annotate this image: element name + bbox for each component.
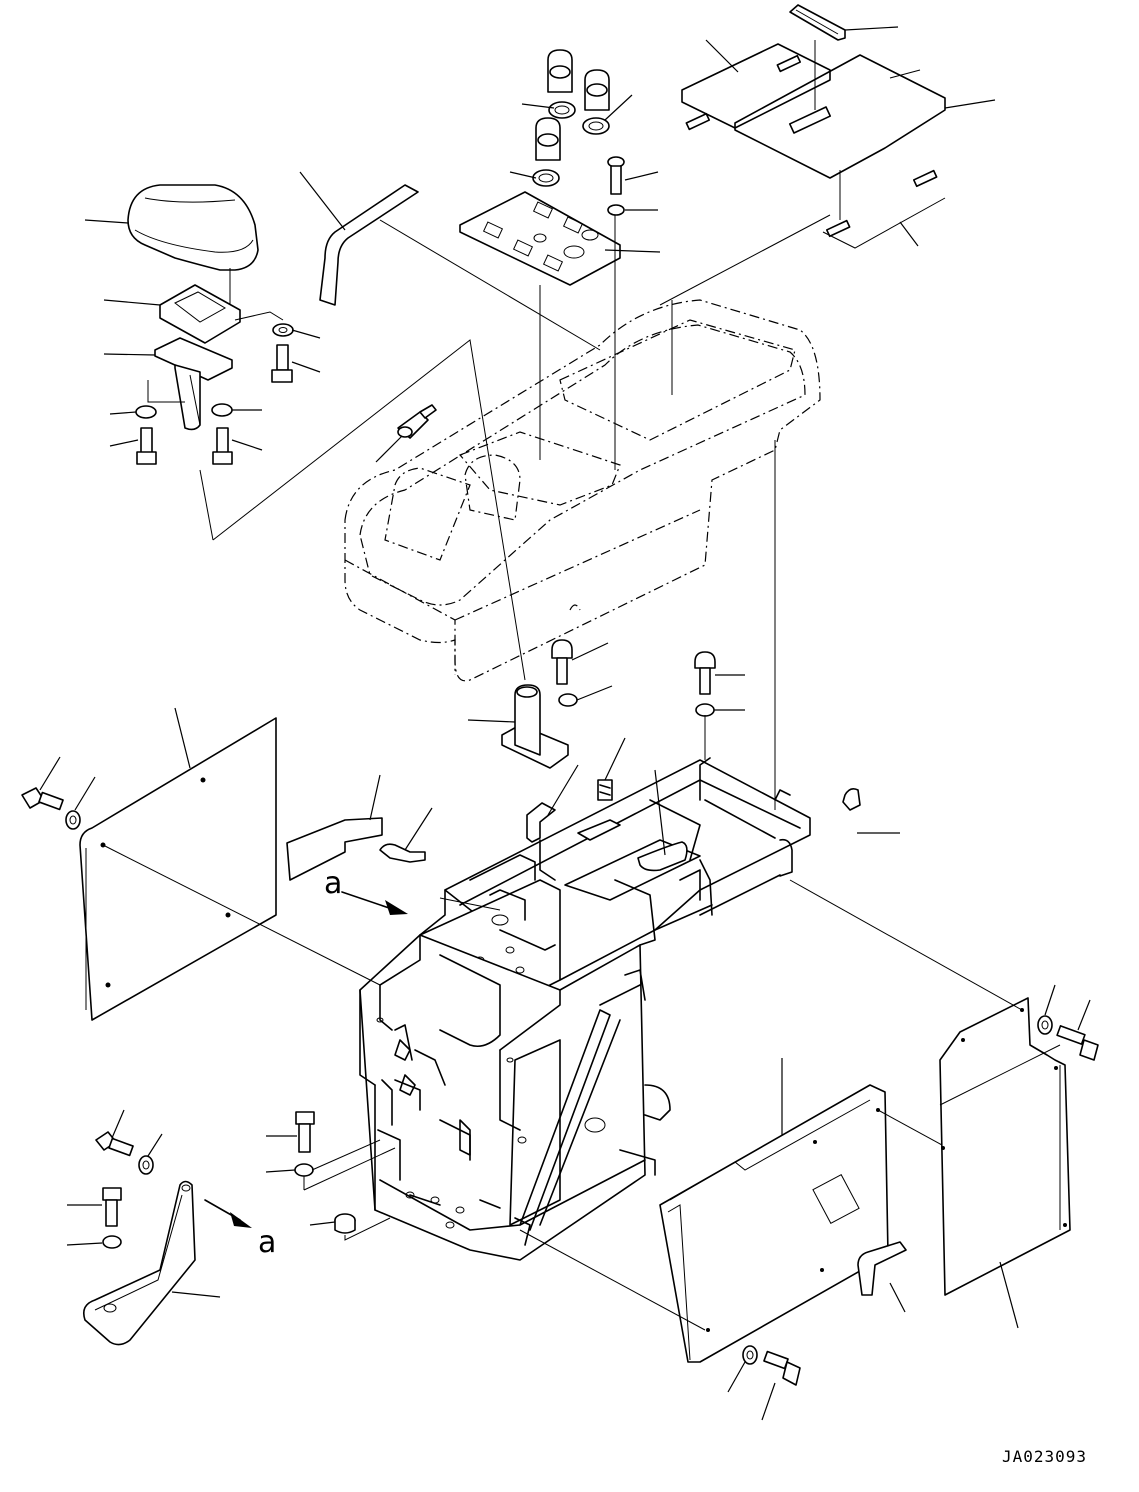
console-cover-outline <box>345 300 820 681</box>
rubber-cushion <box>310 1214 390 1240</box>
lid-rubber-pads <box>682 44 945 248</box>
armrest-bracket-plate <box>160 285 240 343</box>
console-frame <box>360 758 810 1260</box>
center-post <box>468 685 568 768</box>
switch-leader-lines <box>510 95 660 470</box>
left-side-cover <box>80 708 380 1020</box>
knob-switches <box>533 50 609 186</box>
left-cover-bolt <box>22 757 95 829</box>
armrest-leader-lines <box>85 220 525 680</box>
view-marker-upper: a <box>324 866 342 901</box>
right-cover-bolt <box>1038 985 1098 1060</box>
armrest-pad <box>128 185 258 270</box>
frame-small-parts <box>287 440 900 910</box>
drawing-code: JA023093 <box>1002 1447 1087 1466</box>
armrest-support-post <box>155 338 232 429</box>
view-marker-lower: a <box>258 1225 276 1260</box>
panel-screws <box>608 157 624 215</box>
view-arrow-lower: a <box>205 1200 276 1260</box>
armrest-bolts <box>136 324 293 464</box>
post-bolts <box>552 640 745 760</box>
lid-leader-lines <box>660 40 995 395</box>
wire-channel-strip <box>300 172 600 350</box>
inner-floor-panel <box>520 1058 942 1362</box>
lower-left-bracket <box>84 1182 220 1345</box>
right-side-cover <box>790 880 1070 1328</box>
lower-left-bolts <box>67 1110 162 1248</box>
key-switch <box>376 405 436 462</box>
lid-pad-strip <box>790 5 898 110</box>
view-arrow-upper: a <box>324 866 408 915</box>
inner-panel-bolt <box>728 1346 800 1420</box>
lid-cover <box>735 55 945 220</box>
switch-panel-plate <box>460 192 620 285</box>
inner-panel-handle <box>858 1242 906 1312</box>
frame-bolts <box>266 1112 395 1190</box>
